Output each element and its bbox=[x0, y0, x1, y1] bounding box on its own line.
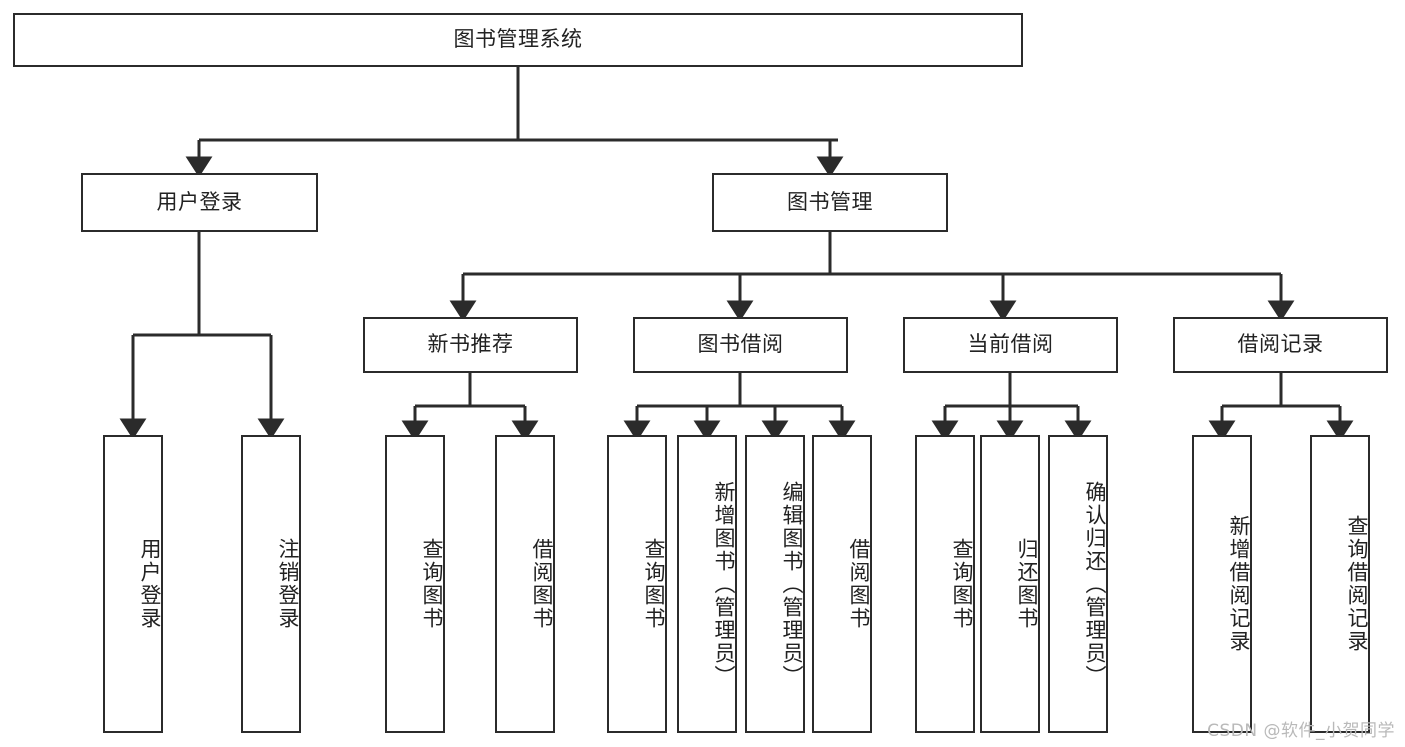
node-leaf-borrow-record-add[interactable]: 新增借阅记录 bbox=[1192, 435, 1252, 733]
node-borrow-record[interactable]: 借阅记录 bbox=[1173, 317, 1388, 373]
node-label: 图书管理 bbox=[787, 189, 873, 214]
node-leaf-book-borrow-edit[interactable]: 编辑图书（管理员） bbox=[745, 435, 805, 733]
node-leaf-book-borrow-query[interactable]: 查询图书 bbox=[607, 435, 667, 733]
node-label: 当前借阅 bbox=[967, 332, 1054, 357]
node-leaf-current-borrow-return[interactable]: 归还图书 bbox=[980, 435, 1040, 733]
node-label: 用户登录 bbox=[156, 189, 243, 214]
node-book-manage[interactable]: 图书管理 bbox=[712, 173, 948, 232]
node-leaf-current-borrow-query[interactable]: 查询图书 bbox=[915, 435, 975, 733]
node-label: 新增借阅记录 bbox=[1227, 515, 1251, 653]
node-label: 查询借阅记录 bbox=[1345, 515, 1369, 653]
node-leaf-new-book-query[interactable]: 查询图书 bbox=[385, 435, 445, 733]
node-leaf-book-borrow-add[interactable]: 新增图书（管理员） bbox=[677, 435, 737, 733]
watermark-text: CSDN @软件_小贺同学 bbox=[1207, 721, 1395, 741]
node-user-login[interactable]: 用户登录 bbox=[81, 173, 318, 232]
node-leaf-new-book-borrow[interactable]: 借阅图书 bbox=[495, 435, 555, 733]
node-label: 借阅图书 bbox=[530, 538, 554, 630]
node-label: 确认归还（管理员） bbox=[1083, 480, 1107, 688]
node-label: 图书管理系统 bbox=[453, 27, 583, 52]
node-label: 查询图书 bbox=[950, 538, 974, 630]
node-label: 编辑图书（管理员） bbox=[780, 480, 804, 688]
node-label: 新增图书（管理员） bbox=[712, 480, 736, 688]
node-label: 注销登录 bbox=[276, 538, 300, 630]
node-leaf-borrow-record-query[interactable]: 查询借阅记录 bbox=[1310, 435, 1370, 733]
node-label: 新书推荐 bbox=[427, 332, 514, 357]
node-label: 借阅记录 bbox=[1237, 332, 1324, 357]
node-label: 归还图书 bbox=[1015, 538, 1039, 630]
node-label: 查询图书 bbox=[642, 538, 666, 630]
node-label: 图书借阅 bbox=[697, 332, 784, 357]
node-leaf-user-login-logout[interactable]: 注销登录 bbox=[241, 435, 301, 733]
node-new-book-recommend[interactable]: 新书推荐 bbox=[363, 317, 578, 373]
node-leaf-user-login-login[interactable]: 用户登录 bbox=[103, 435, 163, 733]
node-label: 借阅图书 bbox=[847, 538, 871, 630]
node-leaf-current-borrow-confirm[interactable]: 确认归还（管理员） bbox=[1048, 435, 1108, 733]
node-root-system[interactable]: 图书管理系统 bbox=[13, 13, 1023, 67]
node-book-borrow[interactable]: 图书借阅 bbox=[633, 317, 848, 373]
node-label: 用户登录 bbox=[138, 538, 162, 630]
node-leaf-book-borrow-borrow[interactable]: 借阅图书 bbox=[812, 435, 872, 733]
node-label: 查询图书 bbox=[420, 538, 444, 630]
node-current-borrow[interactable]: 当前借阅 bbox=[903, 317, 1118, 373]
